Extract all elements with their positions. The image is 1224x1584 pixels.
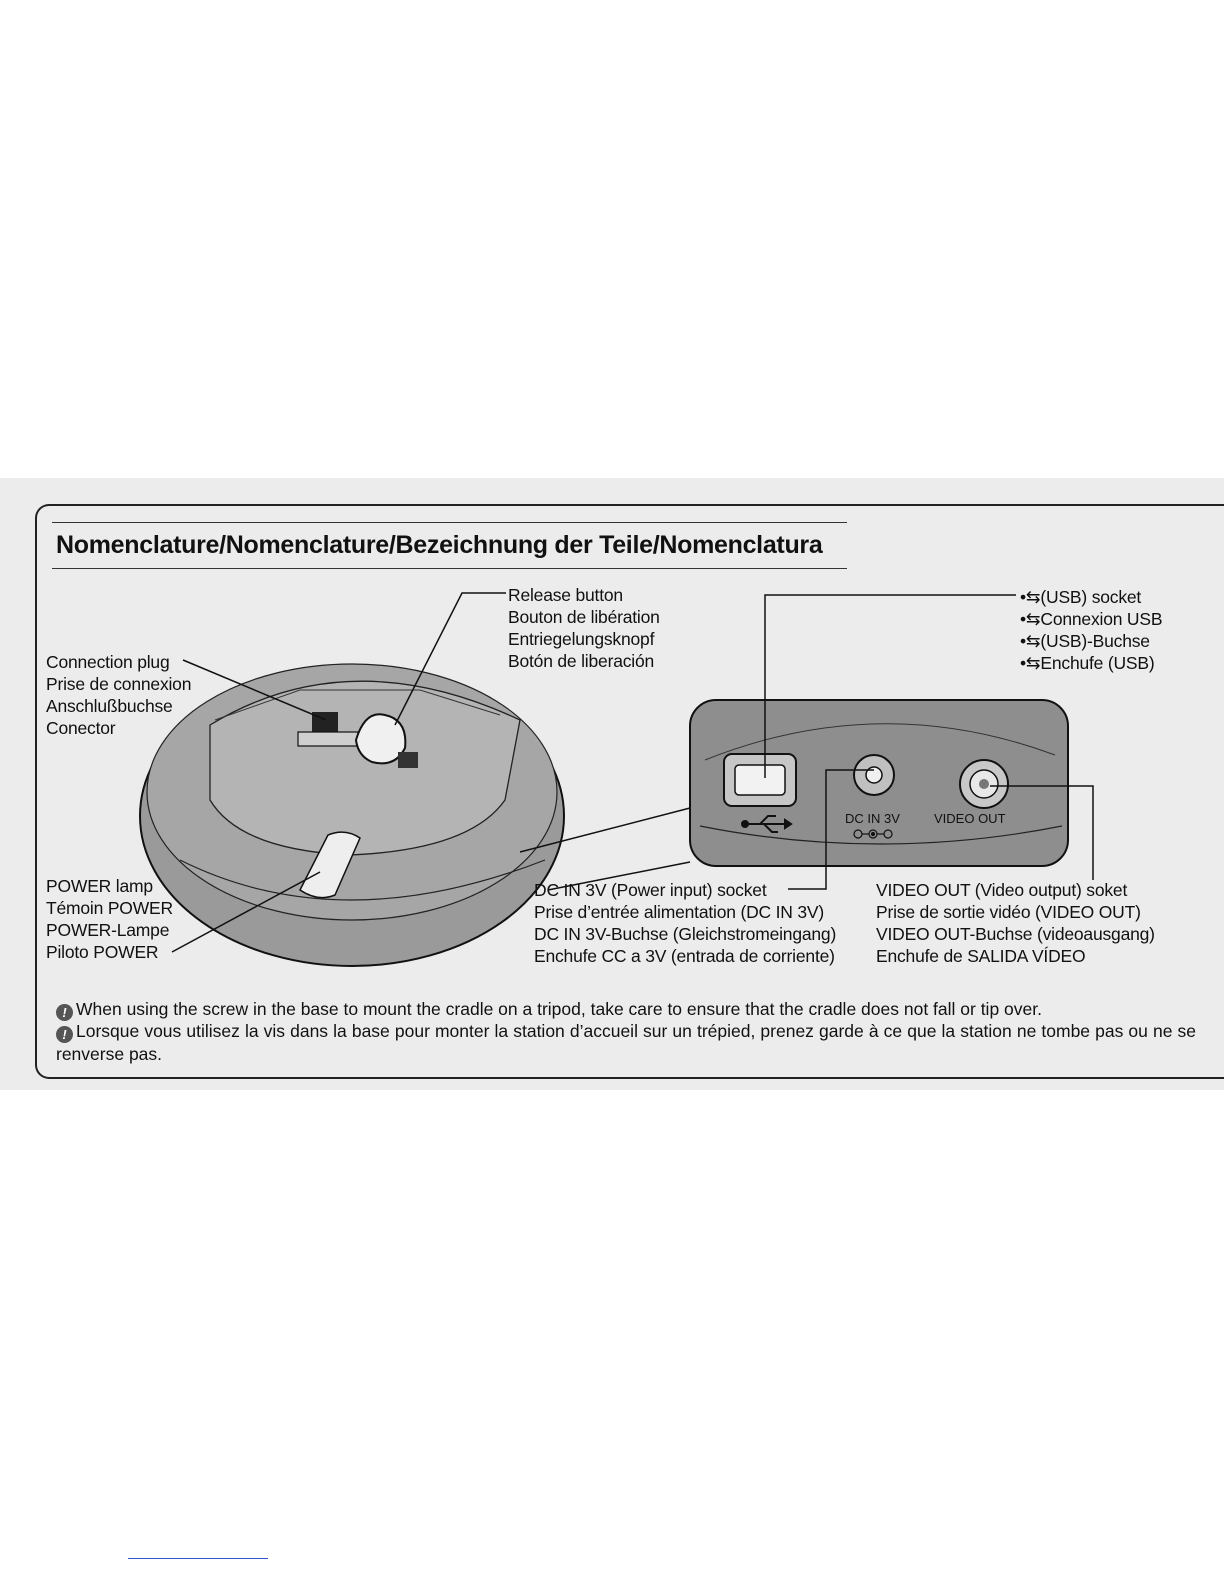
usb-symbol-icon <box>741 815 793 833</box>
usb-socket-labels: •⇆(USB) socket •⇆Connexion USB •⇆(USB)-B… <box>1020 586 1163 674</box>
usb-socket-label-fr: Connexion USB <box>1040 609 1163 629</box>
connection-plug-labels: Connection plug Prise de connexion Ansch… <box>46 651 191 739</box>
note-french: !Lorsque vous utilisez la vis dans la ba… <box>56 1020 1196 1065</box>
rear-panel-drawing <box>689 699 1069 867</box>
release-button-label-fr: Bouton de libération <box>508 607 660 627</box>
video-out-labels: VIDEO OUT (Video output) soket Prise de … <box>876 879 1155 967</box>
note-english: !When using the screw in the base to mou… <box>56 998 1042 1021</box>
usb-socket-label-de: (USB)-Buchse <box>1040 631 1150 651</box>
footer-link-line <box>128 1558 268 1559</box>
release-button-shape <box>354 713 407 765</box>
power-lamp-shape <box>299 831 361 899</box>
page-title: Nomenclature/Nomenclature/Bezeichnung de… <box>56 531 823 559</box>
release-button-label-en: Release button <box>508 585 623 605</box>
release-button-label-de: Entriegelungsknopf <box>508 629 655 649</box>
usb-socket-label-es: Enchufe (USB) <box>1040 653 1155 673</box>
note-french-text: Lorsque vous utilisez la vis dans la bas… <box>56 1021 1196 1064</box>
usb-icon: •⇆ <box>1020 653 1041 673</box>
release-button-labels: Release button Bouton de libération Entr… <box>508 584 660 672</box>
release-button-label-es: Botón de liberación <box>508 651 655 671</box>
connection-plug-label-fr: Prise de connexion <box>46 674 192 694</box>
dc-in-label-fr: Prise d’entrée alimentation (DC IN 3V) <box>534 902 825 922</box>
connection-plug-label-de: Anschlußbuchse <box>46 696 173 716</box>
note-english-text: When using the screw in the base to moun… <box>76 999 1042 1019</box>
video-out-label-de: VIDEO OUT-Buchse (videoausgang) <box>876 924 1155 944</box>
dc-in-label-es: Enchufe CC a 3V (entrada de corriente) <box>534 946 835 966</box>
power-lamp-label-fr: Témoin POWER <box>46 898 173 918</box>
video-out-label-fr: Prise de sortie vidéo (VIDEO OUT) <box>876 902 1141 922</box>
title-rule-bottom <box>52 568 847 569</box>
caution-icon: ! <box>56 1004 73 1021</box>
connection-plug-label-en: Connection plug <box>46 652 170 672</box>
title-rule-top <box>52 522 847 523</box>
panel-dc-label: DC IN 3V <box>845 811 900 826</box>
power-lamp-label-de: POWER-Lampe <box>46 920 170 940</box>
power-lamp-label-es: Piloto POWER <box>46 942 159 962</box>
connection-plug-label-es: Conector <box>46 718 116 738</box>
power-lamp-label-en: POWER lamp <box>46 876 153 896</box>
video-out-label-es: Enchufe de SALIDA VÍDEO <box>876 946 1086 966</box>
usb-icon: •⇆ <box>1020 587 1041 607</box>
usb-socket-label-en: (USB) socket <box>1040 587 1142 607</box>
dc-in-labels: DC IN 3V (Power input) socket Prise d’en… <box>534 879 836 967</box>
cradle-drawing <box>139 663 691 967</box>
usb-icon: •⇆ <box>1020 631 1041 651</box>
dc-in-label-de: DC IN 3V-Buchse (Gleichstromeingang) <box>534 924 837 944</box>
dc-polarity-icon <box>853 829 893 839</box>
caution-icon: ! <box>56 1026 73 1043</box>
dc-in-label-en: DC IN 3V (Power input) socket <box>534 880 767 900</box>
leader-lines <box>171 592 1094 953</box>
video-out-label-en: VIDEO OUT (Video output) soket <box>876 880 1128 900</box>
panel-video-label: VIDEO OUT <box>934 811 1006 826</box>
power-lamp-labels: POWER lamp Témoin POWER POWER-Lampe Pilo… <box>46 875 173 963</box>
usb-icon: •⇆ <box>1020 609 1041 629</box>
